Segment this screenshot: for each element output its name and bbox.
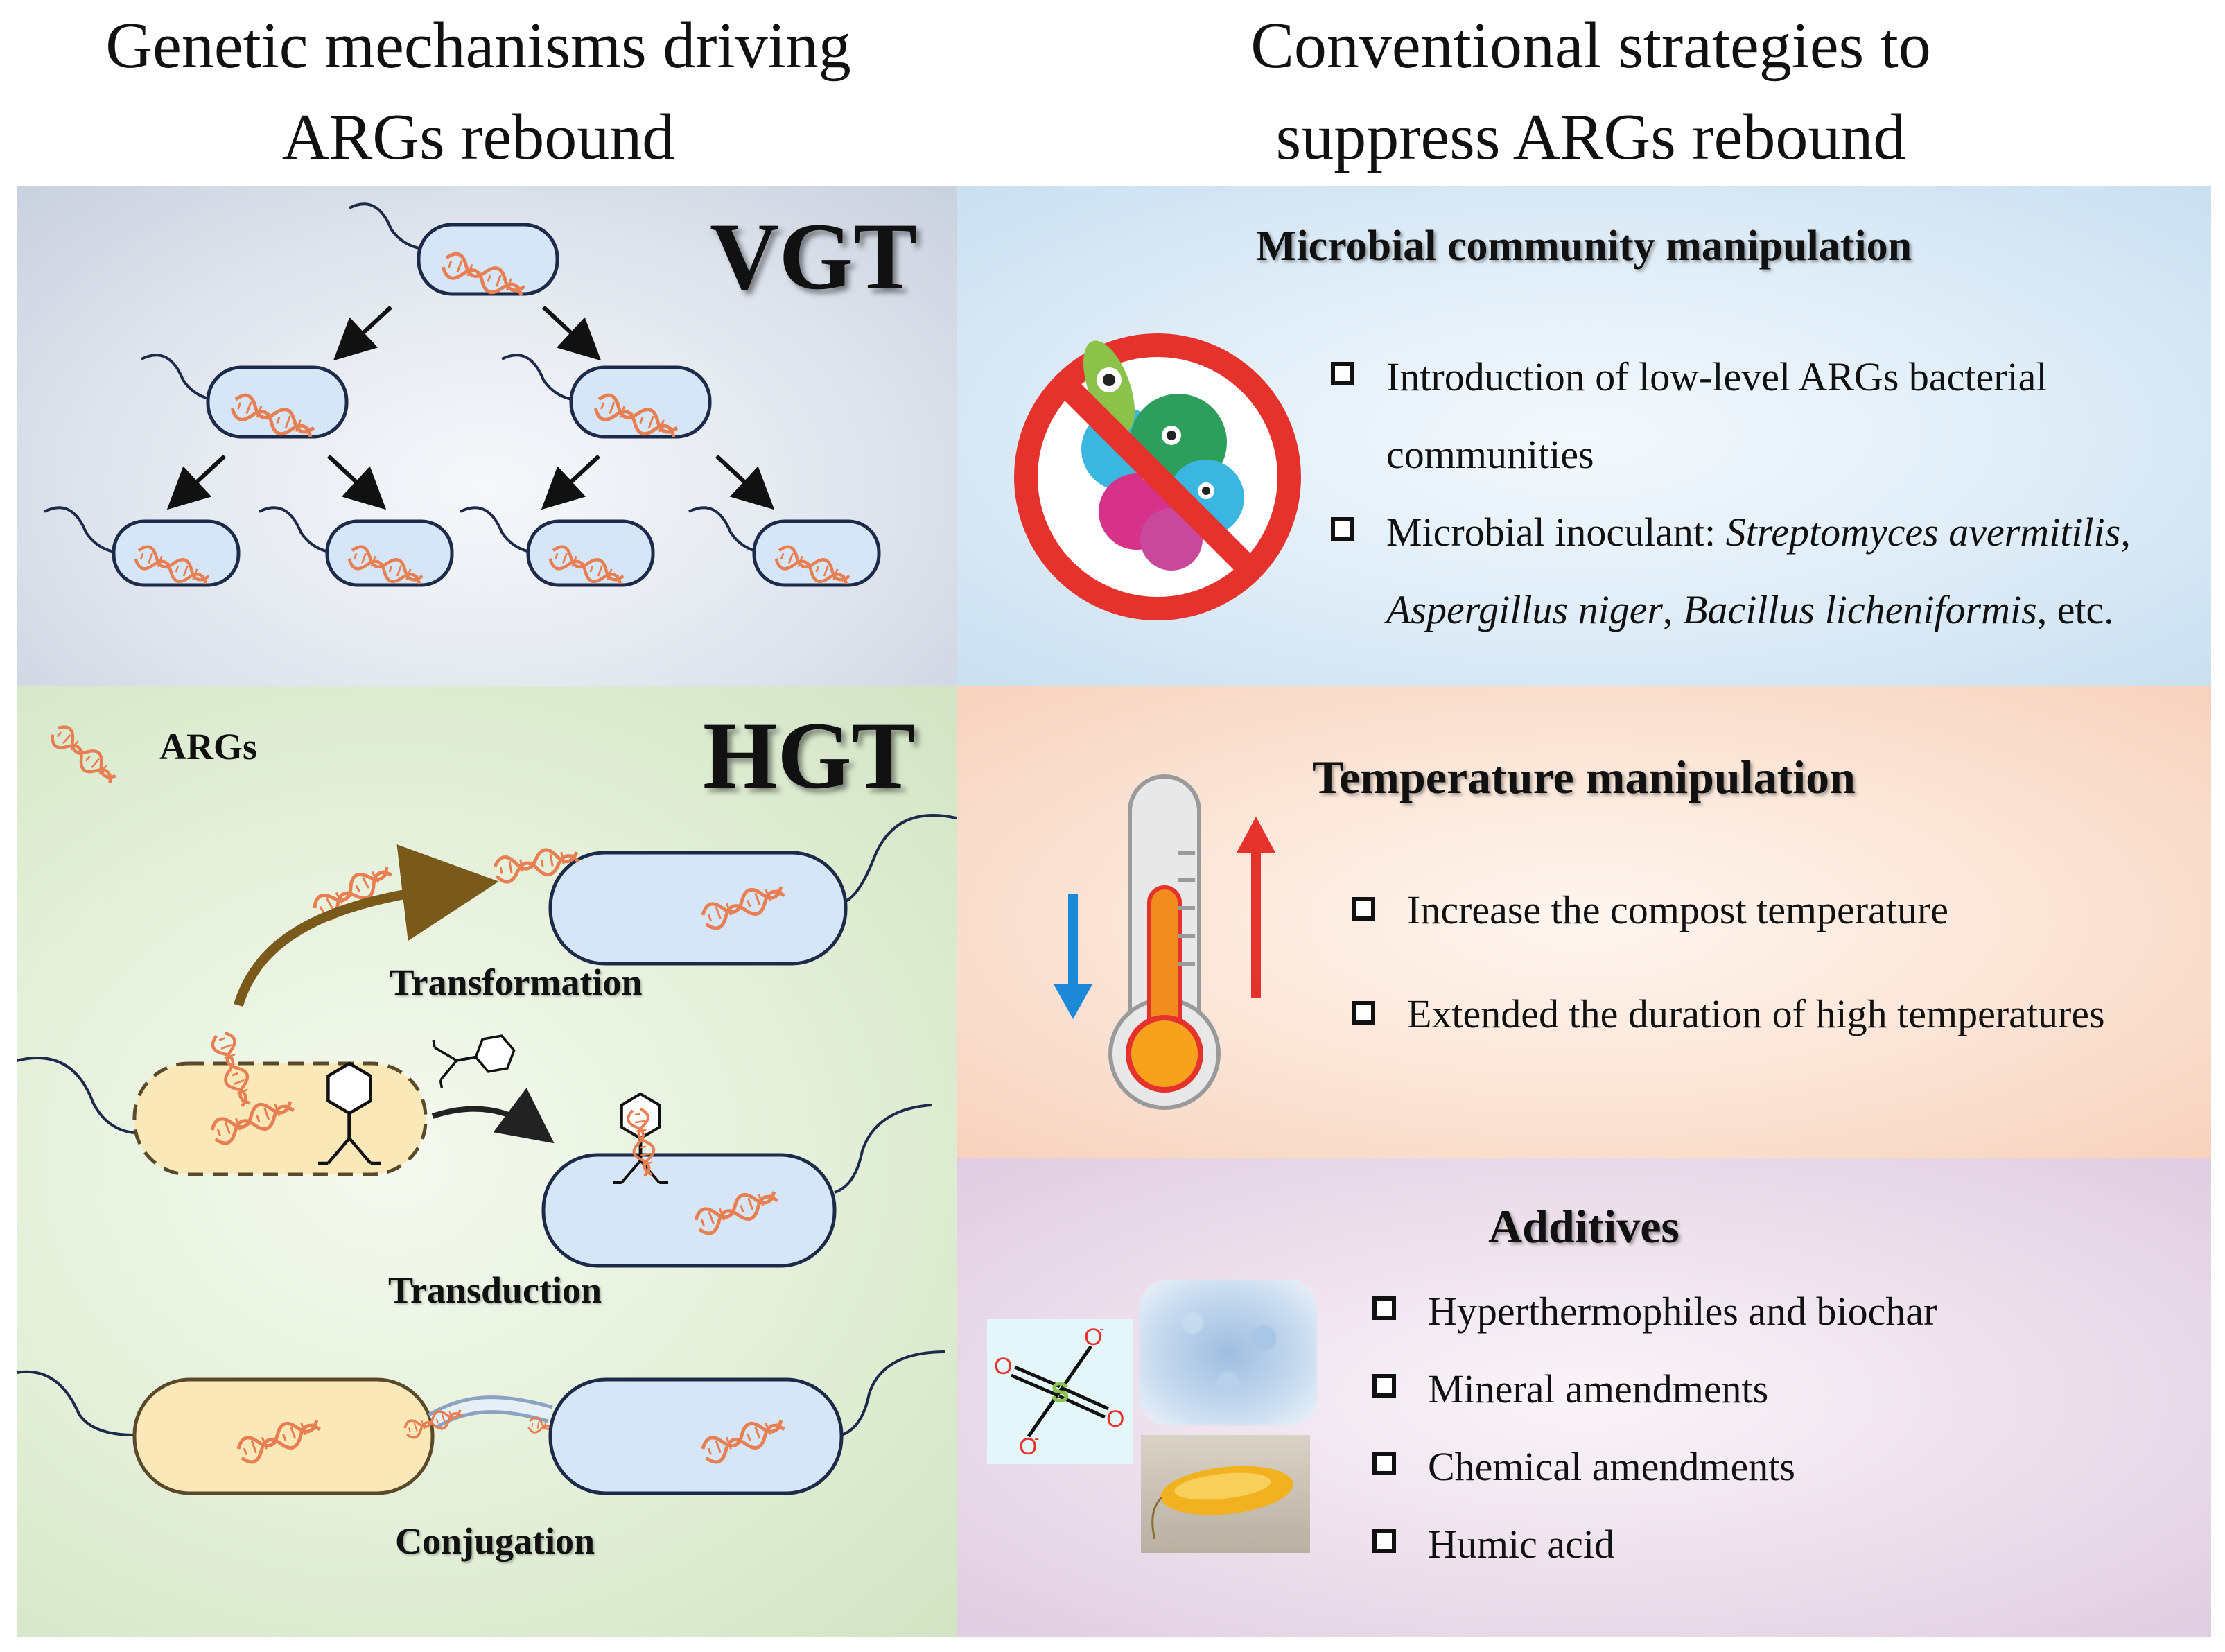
checkbox-icon [1372,1296,1396,1320]
hgt-transfer-diagram [17,686,957,1495]
transformation-recipient-cell [548,814,957,966]
checkbox-icon [1372,1452,1396,1475]
checkbox-icon [1331,517,1354,541]
additives-title: Additives [1488,1200,1679,1253]
bacterium-image [1141,1435,1310,1553]
oxygen-1-charge: - [1099,1320,1104,1337]
temperature-panel: Temperature manipulation Increase the co… [957,686,2211,1158]
checkbox-icon [1372,1529,1396,1553]
transformation-label: Transformation [389,962,643,1003]
checkbox-icon [1352,897,1375,921]
microbial-panel: Microbial community manipulation Introdu… [957,186,2211,686]
additives-bullet-2: Mineral amendments [1372,1350,2204,1428]
temperature-title: Temperature manipulation [1312,751,1856,803]
right-header-line1: Conventional strategies to [1250,10,1931,82]
left-header-line2: ARGs rebound [281,101,675,173]
oxygen-atom-2: O [1019,1434,1037,1460]
left-header-line1: Genetic mechanisms driving [105,10,851,82]
conjugation-label: Conjugation [394,1520,595,1562]
vgt-lineage-diagram [44,202,881,686]
left-header: Genetic mechanisms driving ARGs rebound [0,0,957,183]
hgt-label: HGT [703,702,916,808]
microbial-bullets: Introduction of low-level ARGs bacterial… [1331,338,2204,649]
additives-bullet-4: Humic acid [1372,1506,2204,1583]
bacterium-shape [1151,1466,1293,1540]
microbial-title: Microbial community manipulation [1255,223,1912,270]
sulfate-molecule-image: S O - O - O O [987,1319,1133,1464]
transduction-label: Transduction [387,1269,602,1311]
checkbox-icon [1331,362,1354,385]
arrow-up-red-icon [1237,817,1275,998]
donor-cell-dashed [17,1031,428,1176]
vgt-grandchild-cell-4 [688,506,881,591]
oxygen-atom-3: O [994,1353,1012,1380]
sulfur-atom: S [1051,1377,1070,1408]
checkbox-icon [1372,1374,1396,1398]
additives-bullets: Hyperthermophiles and biochar Mineral am… [1372,1273,2204,1583]
args-legend-icon [49,722,121,788]
no-microbes-icon [1014,333,1301,620]
additives-bullet-1: Hyperthermophiles and biochar [1372,1273,2204,1350]
vgt-parent-cell [349,202,559,302]
released-phage [433,1027,518,1088]
thermometer-icon [1054,774,1275,1110]
checkbox-icon [1352,1001,1375,1025]
temperature-bullets: Increase the compost temperature Extende… [1352,858,2204,1066]
microbial-bullet-1: Introduction of low-level ARGs bacterial… [1331,338,2204,494]
oxygen-2-charge: - [1034,1429,1039,1447]
conjugation-recipient-cell [548,1350,946,1495]
vgt-grandchild-cell-2 [259,506,454,591]
microbial-bullet-2: Microbial inoculant: Streptomyces avermi… [1331,494,2204,649]
transduction-recipient-cell [541,1094,932,1268]
additives-panel: Additives S O - O - O O Hyperthermophile… [957,1158,2211,1637]
temperature-bullet-1: Increase the compost temperature [1352,858,2204,962]
additives-bullet-3: Chemical amendments [1372,1428,2204,1506]
right-header: Conventional strategies to suppress ARGs… [957,0,2225,183]
vgt-daughter-cell-left [141,354,349,444]
transduction-arrow [431,1088,555,1144]
transformation-arrow [234,844,499,1007]
temperature-bullet-2: Extended the duration of high temperatur… [1352,962,2204,1066]
arrow-down-blue-icon [1054,894,1092,1019]
biochar-image [1140,1280,1317,1425]
oxygen-atom-4: O [1106,1406,1124,1432]
right-header-line2: suppress ARGs rebound [1275,101,1906,173]
vgt-grandchild-cell-3 [460,506,655,591]
vgt-label: VGT [710,203,918,309]
sulfate-structure: S O - O - O O [994,1320,1124,1460]
hgt-panel: HGT ARGs Transformation Transduction Con… [17,686,957,1637]
oxygen-atom-1: O [1084,1324,1102,1350]
vgt-panel: VGT [17,186,957,686]
vgt-grandchild-cell-1 [44,506,241,591]
vgt-daughter-cell-right [501,354,712,444]
args-legend-label: ARGs [159,726,258,767]
conjugation-donor-cell [17,1370,435,1495]
